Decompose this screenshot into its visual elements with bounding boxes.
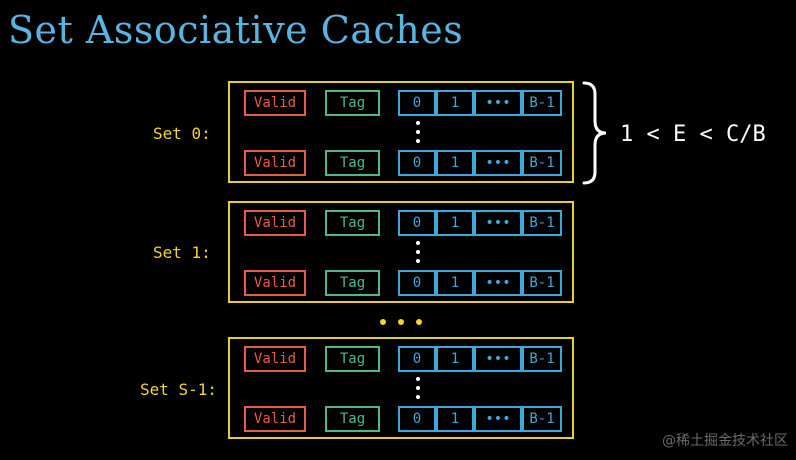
tag-field: Tag: [325, 346, 380, 372]
block-byte-1: 1: [436, 270, 474, 296]
lines-per-set-formula: 1 < E < C/B: [620, 122, 766, 147]
valid-bit: Valid: [244, 150, 306, 176]
set-box-0: Valid Tag 0 1 ••• B-1 Valid Tag 0 1 ••• …: [228, 81, 574, 183]
block-byte-0: 0: [398, 90, 436, 116]
vertical-ellipsis-icon: [413, 377, 423, 401]
vertical-ellipsis-icon: [413, 121, 423, 145]
block-byte-0: 0: [398, 406, 436, 432]
tag-field: Tag: [325, 406, 380, 432]
set-box-last: Valid Tag 0 1 ••• B-1 Valid Tag 0 1 ••• …: [228, 337, 574, 439]
block-byte-ellipsis: •••: [474, 270, 522, 296]
block-byte-last: B-1: [522, 346, 562, 372]
curly-brace-icon: [582, 81, 607, 185]
set-label-0: Set 0:: [153, 124, 211, 143]
block-byte-ellipsis: •••: [474, 406, 522, 432]
block-byte-ellipsis: •••: [474, 90, 522, 116]
tag-field: Tag: [325, 270, 380, 296]
set-label-1: Set 1:: [153, 243, 211, 262]
block-byte-ellipsis: •••: [474, 150, 522, 176]
block-byte-ellipsis: •••: [474, 210, 522, 236]
block-byte-1: 1: [436, 90, 474, 116]
block-byte-last: B-1: [522, 406, 562, 432]
tag-field: Tag: [325, 210, 380, 236]
block-byte-last: B-1: [522, 210, 562, 236]
block-byte-0: 0: [398, 150, 436, 176]
set-box-1: Valid Tag 0 1 ••• B-1 Valid Tag 0 1 ••• …: [228, 201, 574, 303]
valid-bit: Valid: [244, 270, 306, 296]
tag-field: Tag: [325, 90, 380, 116]
valid-bit: Valid: [244, 346, 306, 372]
block-byte-0: 0: [398, 210, 436, 236]
block-byte-1: 1: [436, 406, 474, 432]
block-byte-last: B-1: [522, 90, 562, 116]
valid-bit: Valid: [244, 90, 306, 116]
tag-field: Tag: [325, 150, 380, 176]
valid-bit: Valid: [244, 406, 306, 432]
vertical-ellipsis-icon: [413, 241, 423, 265]
set-label-last: Set S-1:: [140, 380, 218, 399]
block-byte-0: 0: [398, 270, 436, 296]
sets-ellipsis-icon: [380, 318, 424, 326]
block-byte-ellipsis: •••: [474, 346, 522, 372]
watermark: @稀土掘金技术社区: [662, 433, 788, 449]
block-byte-last: B-1: [522, 270, 562, 296]
block-byte-1: 1: [436, 346, 474, 372]
block-byte-last: B-1: [522, 150, 562, 176]
block-byte-1: 1: [436, 150, 474, 176]
valid-bit: Valid: [244, 210, 306, 236]
block-byte-0: 0: [398, 346, 436, 372]
block-byte-1: 1: [436, 210, 474, 236]
slide-title: Set Associative Caches: [8, 8, 464, 52]
